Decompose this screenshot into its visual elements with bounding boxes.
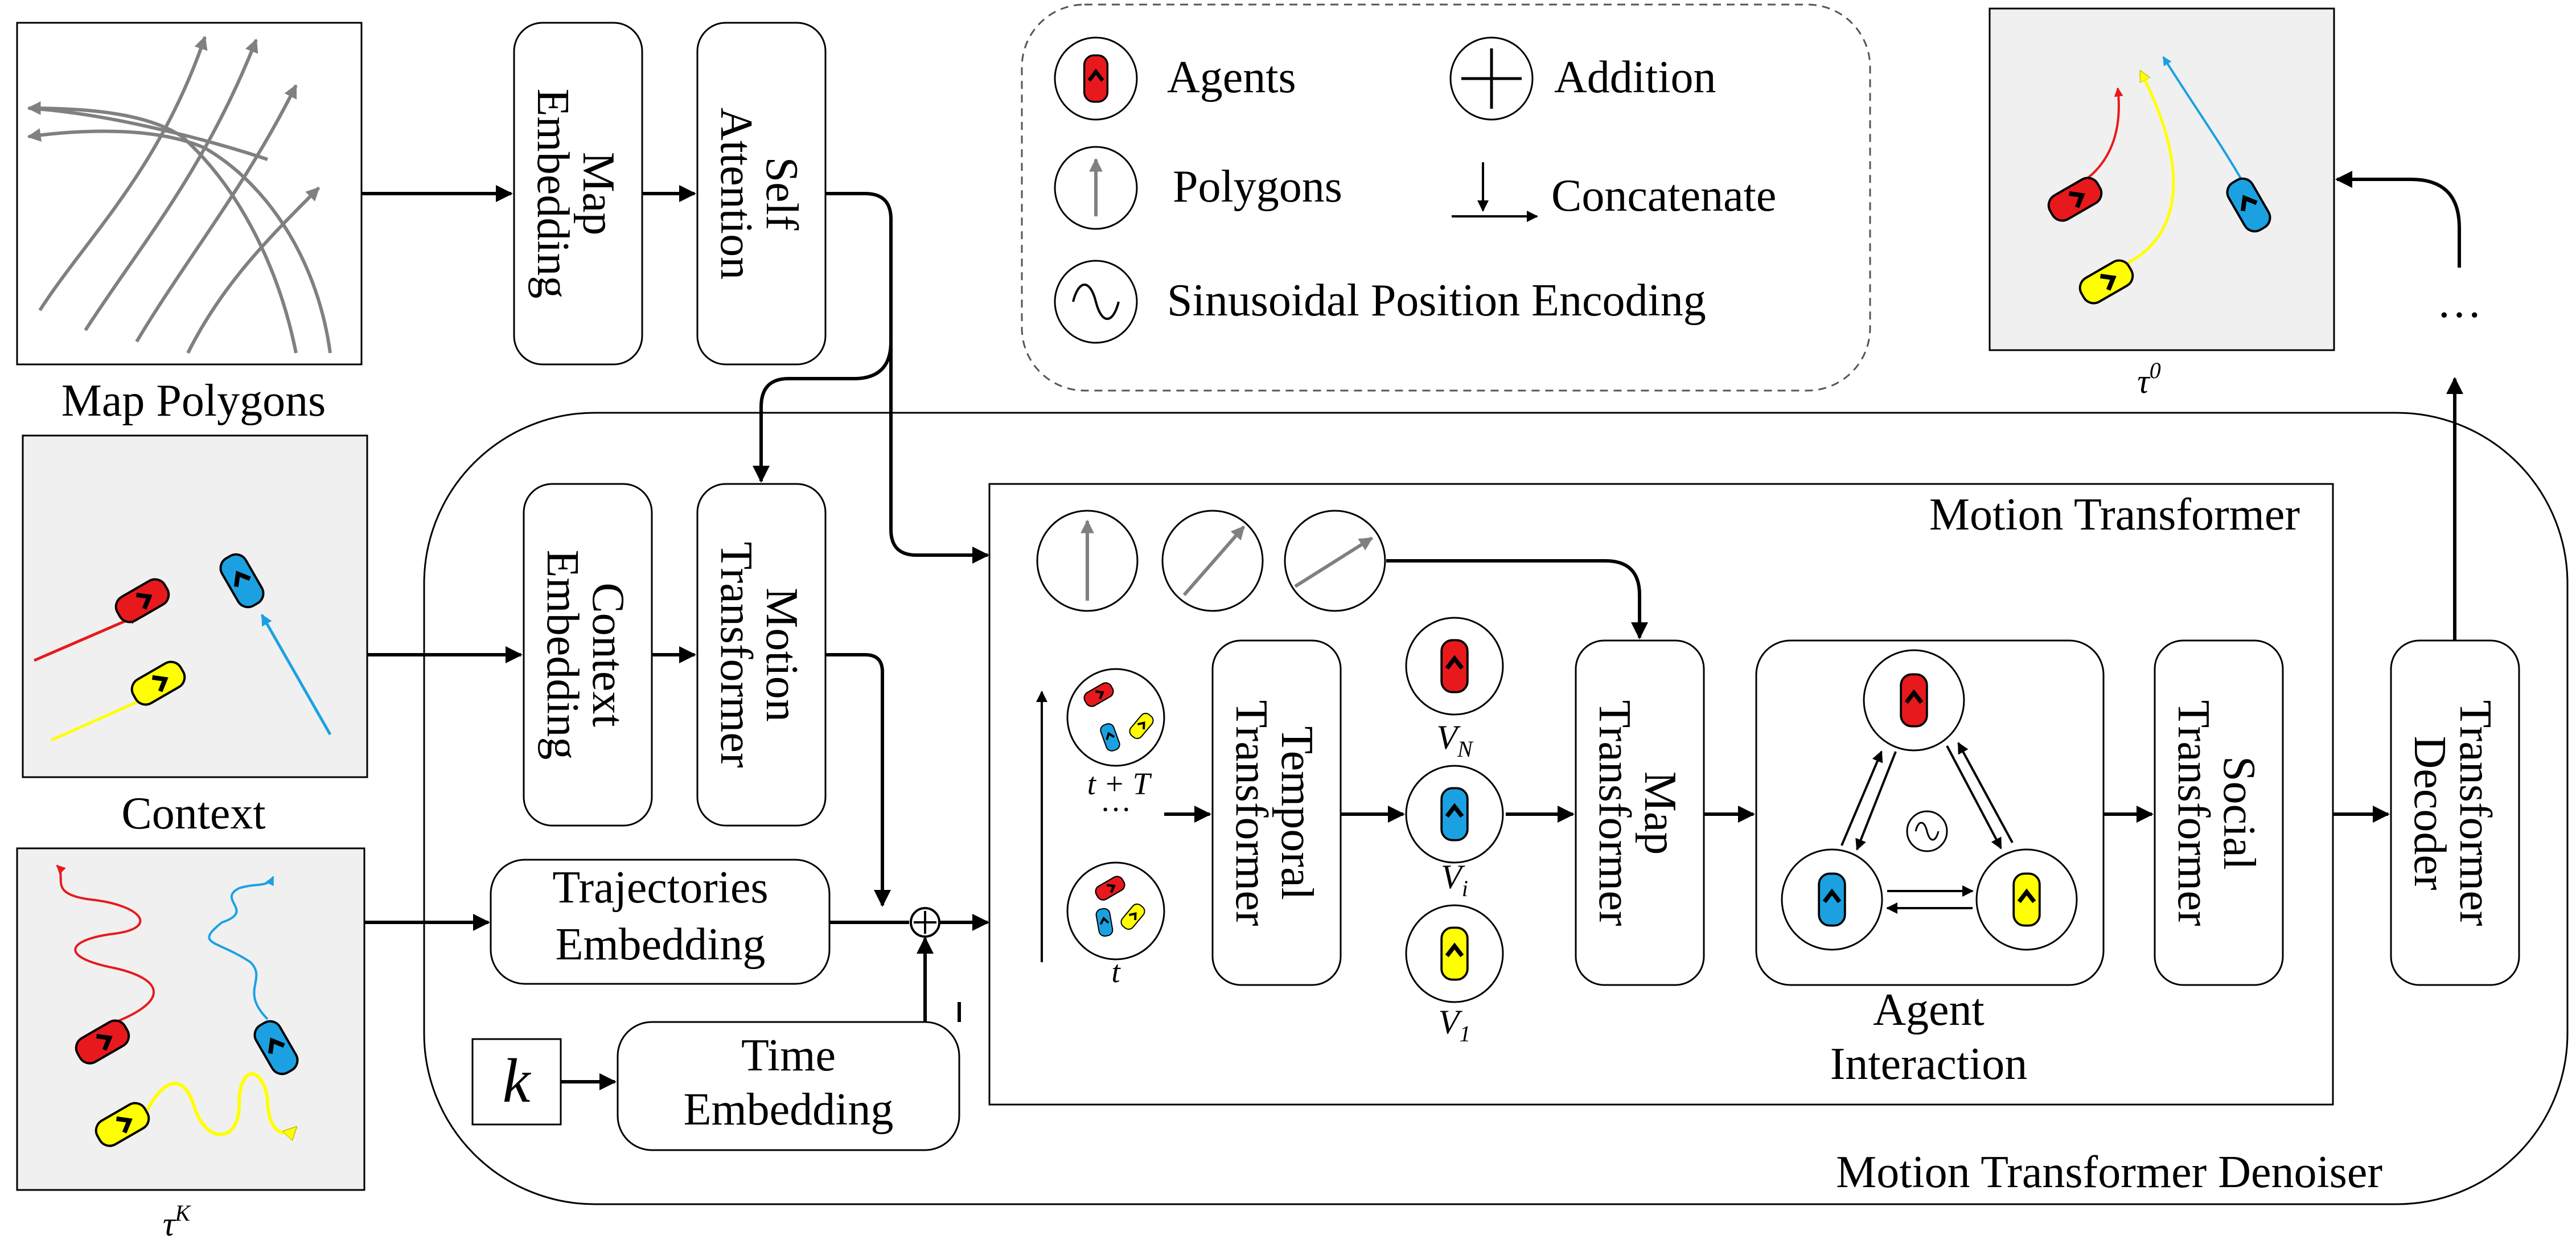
agent-token-vi: Vi: [1405, 765, 1504, 901]
legend: Agents Polygons Sinusoidal Position Enco…: [1021, 3, 1871, 392]
svg-text:Vi: Vi: [1441, 858, 1468, 901]
agent-token-v1: V1: [1405, 904, 1504, 1046]
transformer-decoder-block: TransformerDecoder: [2390, 639, 2520, 986]
svg-text:SelfAttention: SelfAttention: [711, 108, 807, 280]
legend-agents-label: Agents: [1167, 52, 1296, 102]
legend-addition-label: Addition: [1554, 52, 1716, 102]
connectors: [361, 171, 2463, 1090]
noisy-trajectory-panel: τK: [16, 847, 365, 1243]
svg-text:t + T: t + T: [1087, 766, 1152, 801]
svg-text:TemporalTransformer: TemporalTransformer: [1226, 700, 1322, 926]
map-embedding-block: MapEmbedding: [513, 22, 643, 366]
svg-text:MapTransformer: MapTransformer: [1589, 700, 1685, 926]
motion-transformer-title: Motion Transformer: [1929, 490, 2300, 540]
agent-interaction-block: [1755, 639, 2105, 986]
legend-polygons-label: Polygons: [1173, 162, 1342, 212]
tau-0-label: τ0: [2137, 358, 2160, 400]
time-embedding-block: Time Embedding: [617, 1021, 960, 1151]
self-attention-block: SelfAttention: [696, 22, 827, 366]
map-transformer-block: MapTransformer: [1575, 639, 1705, 986]
denoiser-title: Motion Transformer Denoiser: [1836, 1147, 2382, 1197]
motion-transformer-block: MotionTransformer: [696, 483, 827, 827]
svg-text:k: k: [503, 1046, 532, 1115]
time-step-bottom: [1066, 861, 1165, 961]
denoiser-boundary: [423, 412, 2569, 1205]
svg-text:Embedding: Embedding: [556, 920, 766, 970]
polygon-tokens: [1036, 510, 1386, 612]
svg-text:Trajectories: Trajectories: [552, 863, 768, 913]
legend-concatenate-label: Concatenate: [1551, 171, 1776, 221]
trajectories-embedding-block: Trajectories Embedding: [490, 859, 831, 985]
context-panel: Context: [22, 434, 368, 839]
agent-token-vn: VN: [1405, 617, 1504, 762]
ellipsis: ···: [2437, 290, 2482, 340]
temporal-transformer-block: TemporalTransformer: [1211, 639, 1342, 986]
svg-text:VN: VN: [1436, 719, 1474, 762]
svg-text:TransformerDecoder: TransformerDecoder: [2405, 700, 2500, 926]
svg-text:SocialTransformer: SocialTransformer: [2168, 700, 2264, 926]
time-step-top: [1066, 668, 1165, 767]
legend-sinusoidal-label: Sinusoidal Position Encoding: [1167, 276, 1706, 326]
svg-text:Time: Time: [741, 1031, 836, 1081]
svg-text:MotionTransformer: MotionTransformer: [711, 542, 807, 768]
concatenate-legend-icon: [1452, 162, 1538, 222]
social-transformer-block: SocialTransformer: [2154, 639, 2284, 986]
svg-text:MapEmbedding: MapEmbedding: [528, 89, 623, 299]
k-input: k: [471, 1038, 562, 1126]
map-polygons-label: Map Polygons: [61, 376, 326, 426]
svg-text:t: t: [1111, 954, 1121, 989]
context-label: Context: [121, 789, 265, 839]
map-polygons-panel: Map Polygons: [16, 22, 363, 426]
output-trajectory-panel: τ0: [1989, 7, 2335, 400]
addition-node: [910, 907, 940, 938]
svg-text:V1: V1: [1439, 1003, 1471, 1046]
svg-text:···: ···: [1100, 792, 1132, 827]
svg-text:Embedding: Embedding: [684, 1085, 894, 1135]
svg-text:ContextEmbedding: ContextEmbedding: [537, 550, 633, 760]
context-embedding-block: ContextEmbedding: [523, 483, 653, 827]
tau-k-label: τK: [163, 1200, 191, 1243]
